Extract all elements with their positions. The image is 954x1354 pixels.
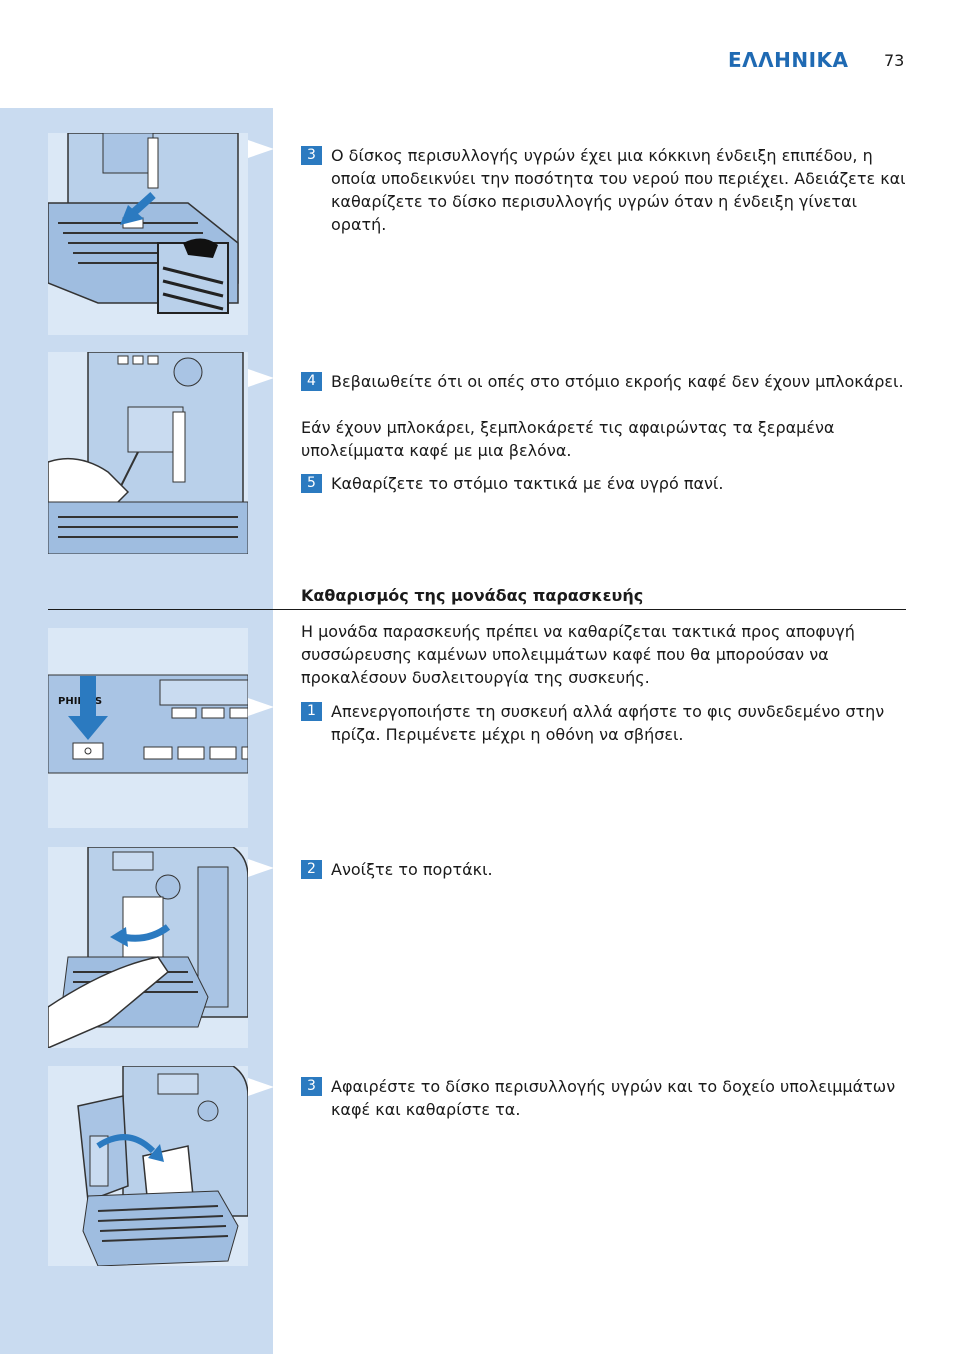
drip-tray-illustration — [48, 133, 248, 335]
step-number: 3 — [301, 1077, 322, 1096]
step-number: 3 — [301, 146, 322, 165]
section-title: Καθαρισμός της μονάδας παρασκευής — [301, 586, 644, 605]
step-text: Ανοίξτε το πορτάκι. — [331, 860, 493, 879]
step-text: Βεβαιωθείτε ότι οι οπές στο στόμιο εκροή… — [331, 372, 904, 391]
section-divider — [48, 609, 906, 610]
step-number: 1 — [301, 702, 322, 721]
step-clean-spout: 5 Καθαρίζετε το στόμιο τακτικά με ένα υγ… — [301, 472, 906, 495]
callout-pointer — [248, 698, 274, 716]
step-open-door: 2 Ανοίξτε το πορτάκι. — [301, 858, 906, 881]
control-panel-illustration: PHILIPS — [48, 628, 248, 828]
step-number: 2 — [301, 860, 322, 879]
step-number: 4 — [301, 372, 322, 391]
step-text: Απενεργοποιήστε τη συσκευή αλλά αφήστε τ… — [331, 702, 885, 744]
note-blocked-holes: Εάν έχουν μπλοκάρει, ξεμπλοκάρετέ τις αφ… — [301, 418, 835, 460]
step-remove-tray: 3 Αφαιρέστε το δίσκο περισυλλογής υγρών … — [301, 1075, 906, 1121]
open-door-illustration — [48, 847, 248, 1048]
spout-cleaning-illustration — [48, 352, 248, 554]
step-number: 5 — [301, 474, 322, 493]
step-drip-tray-indicator: 3 Ο δίσκος περισυλλογής υγρών έχει μια κ… — [301, 144, 906, 236]
language-label: ΕΛΛΗΝΙΚΑ — [728, 48, 849, 72]
callout-pointer — [248, 859, 274, 877]
remove-tray-illustration — [48, 1066, 248, 1266]
section-intro: Η μονάδα παρασκευής πρέπει να καθαρίζετα… — [301, 622, 855, 687]
step-switch-off: 1 Απενεργοποιήστε τη συσκευή αλλά αφήστε… — [301, 700, 906, 746]
step-text: Καθαρίζετε το στόμιο τακτικά με ένα υγρό… — [331, 474, 724, 493]
callout-pointer — [248, 1078, 274, 1096]
callout-pointer — [248, 369, 274, 387]
step-text: Αφαιρέστε το δίσκο περισυλλογής υγρών κα… — [331, 1077, 896, 1119]
step-check-spout-holes: 4 Βεβαιωθείτε ότι οι οπές στο στόμιο εκρ… — [301, 370, 906, 393]
step-text: Ο δίσκος περισυλλογής υγρών έχει μια κόκ… — [331, 146, 906, 234]
page-number: 73 — [884, 51, 905, 70]
callout-pointer — [248, 140, 274, 158]
